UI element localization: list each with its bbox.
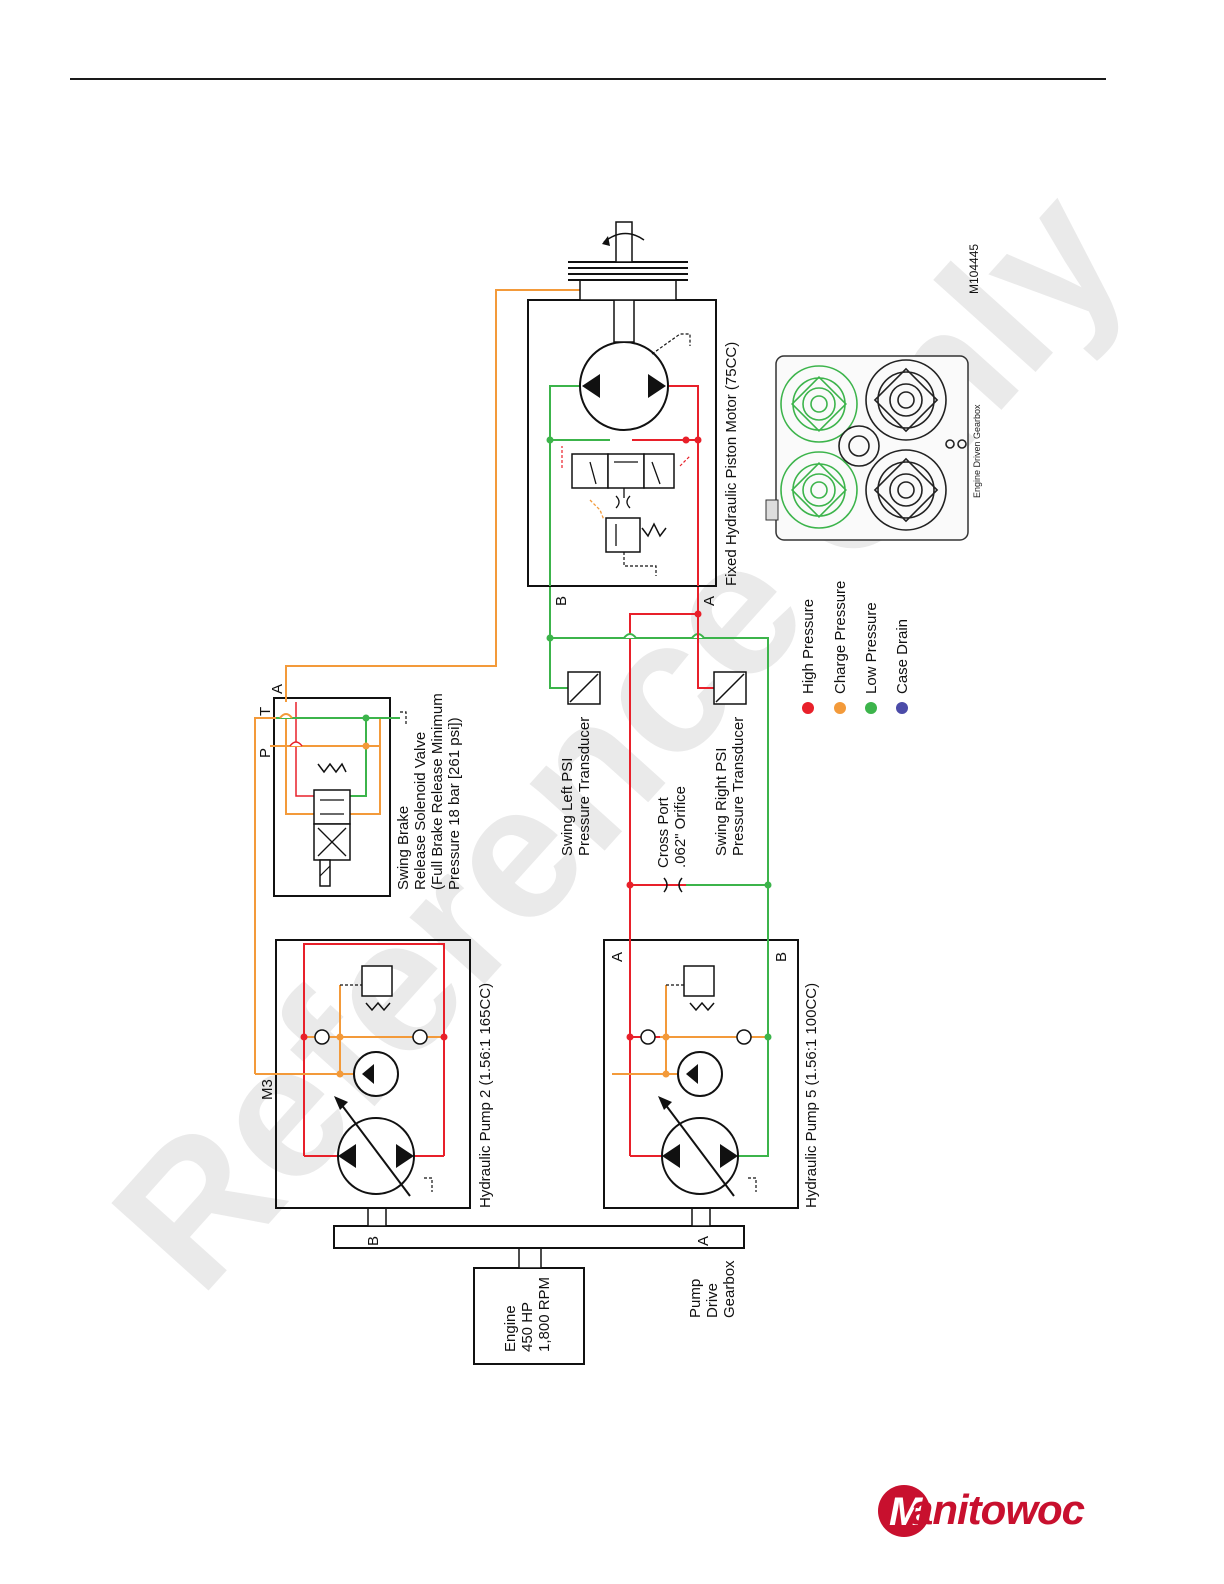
pump-drive-gearbox: [333, 1225, 745, 1249]
svg-text:1,800 RPM: 1,800 RPM: [536, 1277, 553, 1352]
swing-left-label: Swing Left PSI Pressure Transducer: [559, 717, 593, 856]
gearbox-port-b: B: [365, 1236, 382, 1246]
gearbox-port-a: A: [695, 1236, 712, 1246]
svg-text:Pressure Transducer: Pressure Transducer: [730, 717, 747, 856]
engine-shaft: [518, 1247, 542, 1269]
svg-text:Engine: Engine: [502, 1305, 519, 1352]
brake-port-t: T: [257, 707, 274, 716]
pump-drive-gearbox-label: Pump Drive Gearbox: [687, 1260, 738, 1318]
pump2-circuit: [255, 943, 448, 1197]
svg-text:Swing Brake: Swing Brake: [395, 806, 412, 890]
brake-valve-label: Swing Brake Release Solenoid Valve (Full…: [395, 693, 463, 890]
engine-box: [473, 1267, 585, 1365]
svg-text:Gearbox: Gearbox: [721, 1260, 738, 1318]
brake-valve-box: [273, 697, 391, 897]
manitowoc-logo: M: [878, 1485, 930, 1537]
legend-item-high-pressure: High Pressure: [800, 599, 817, 714]
pump2-label: Hydraulic Pump 2 (1.56:1 165CC): [477, 983, 494, 1208]
svg-text:450 HP: 450 HP: [519, 1302, 536, 1352]
svg-text:Swing Left PSI: Swing Left PSI: [559, 758, 576, 856]
legend-item-low-pressure: Low Pressure: [863, 602, 880, 714]
svg-text:Charge Pressure: Charge Pressure: [832, 581, 849, 694]
brake-port-p: P: [257, 748, 274, 758]
motor-circuit: [546, 221, 702, 586]
svg-text:Cross Port: Cross Port: [655, 796, 672, 868]
logo-text: anitowoc: [910, 1486, 1085, 1533]
svg-text:Drive: Drive: [704, 1283, 721, 1318]
pump5-shaft: [691, 1207, 711, 1227]
pump5-port-a: A: [609, 952, 626, 962]
swing-left-transducer: [567, 671, 601, 705]
pump5-circuit: [612, 885, 772, 1197]
pump5-port-b: B: [773, 952, 790, 962]
motor-port-a: A: [701, 596, 718, 606]
swing-right-label: Swing Right PSI Pressure Transducer: [713, 717, 747, 856]
brake-valve-circuit: [254, 289, 580, 1074]
svg-text:.062" Orifice: .062" Orifice: [672, 786, 689, 868]
svg-text:Case Drain: Case Drain: [894, 619, 911, 694]
engine-driven-gearbox-image: Engine Driven Gearbox: [765, 355, 982, 541]
m3-port-label: M3: [259, 1079, 276, 1100]
svg-text:(Full Brake Release Minimum: (Full Brake Release Minimum: [429, 693, 446, 890]
brake-port-a: A: [269, 684, 286, 694]
motor-port-b: B: [553, 596, 570, 606]
legend-item-case-drain: Case Drain: [894, 619, 911, 714]
gearbox-photo-caption: Engine Driven Gearbox: [972, 404, 982, 498]
svg-text:Pump: Pump: [687, 1279, 704, 1318]
pump5-label: Hydraulic Pump 5 (1.56:1 100CC): [803, 983, 820, 1208]
svg-text:Pressure 18 bar [261 psi]): Pressure 18 bar [261 psi]): [446, 717, 463, 890]
top-rule: [70, 78, 1106, 80]
svg-text:Release Solenoid Valve: Release Solenoid Valve: [412, 732, 429, 890]
pump2-shaft: [367, 1207, 387, 1227]
motor-label: Fixed Hydraulic Piston Motor (75CC): [723, 342, 740, 586]
swing-right-transducer: [713, 671, 747, 705]
figure-id: M104445: [967, 244, 981, 294]
svg-text:High Pressure: High Pressure: [800, 599, 817, 694]
svg-text:Pressure Transducer: Pressure Transducer: [576, 717, 593, 856]
svg-text:Low Pressure: Low Pressure: [863, 602, 880, 694]
pump5-box: [603, 939, 799, 1209]
legend: High Pressure Charge Pressure Low Pressu…: [800, 581, 911, 714]
cross-port-orifice: [626, 877, 772, 893]
cross-port-label: Cross Port .062" Orifice: [655, 786, 689, 868]
engine-label: Engine 450 HP 1,800 RPM: [502, 1277, 553, 1352]
legend-item-charge-pressure: Charge Pressure: [832, 581, 849, 714]
svg-text:M: M: [889, 1490, 924, 1534]
svg-text:Swing Right PSI: Swing Right PSI: [713, 748, 730, 856]
